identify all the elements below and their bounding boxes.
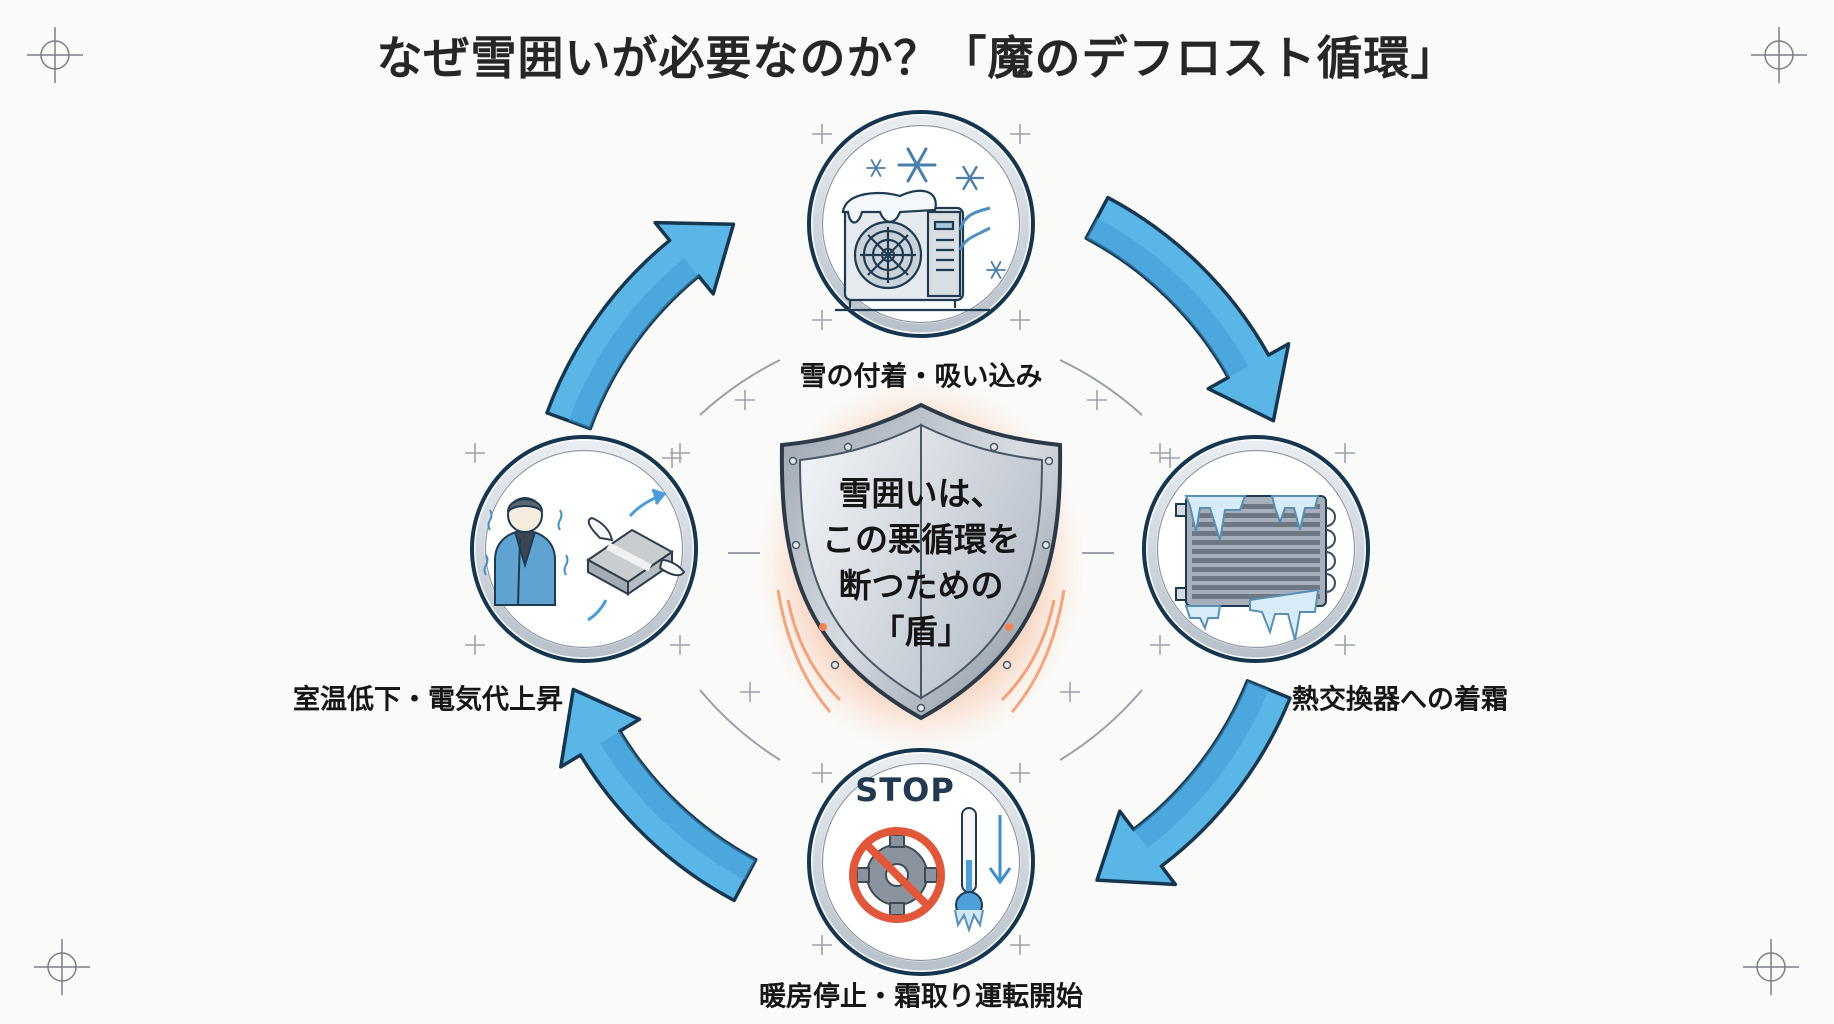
shield-icon <box>779 402 1063 721</box>
cycle-arrow-frost-heat-exchanger-to-defrost-start <box>1095 679 1292 887</box>
cycle-arrow-cost-rise-to-snow-intake <box>545 220 736 431</box>
cold-person-money-icon <box>483 488 686 622</box>
shiver-lines <box>483 509 569 576</box>
page-title: なぜ雪囲いが必要なのか？「魔のデフロスト循環」 <box>376 31 1458 85</box>
stop-badge: STOP <box>855 771 955 809</box>
inner-orbit-arcs <box>699 359 1143 761</box>
label-cost-rise: 室温低下・電気代上昇 <box>293 684 563 716</box>
label-defrost-start: 暖房停止・霜取り運転開始 <box>759 981 1083 1013</box>
money-stack-icon <box>586 516 686 596</box>
label-frost-heat-exchanger: 熱交換器への着霜 <box>1292 684 1508 716</box>
sparkle-plus-icons <box>465 124 1355 955</box>
snowflake-icon <box>866 147 1006 279</box>
shield-line: 雪囲いは、 <box>838 474 1004 513</box>
arrow-down-icon <box>988 815 1012 885</box>
cycle-arrows <box>545 195 1292 903</box>
shield-line: 「盾」 <box>871 612 971 651</box>
label-snow-intake: 雪の付着・吸い込み <box>799 361 1043 393</box>
cycle-arrow-defrost-start-to-cost-rise <box>559 687 758 903</box>
no-sign-icon <box>849 827 945 923</box>
shield-message: 雪囲いは、 この悪循環を 断つための 「盾」 <box>806 471 1036 655</box>
corner-crosshair-icon <box>27 27 1807 995</box>
thermometer-icon <box>954 807 984 934</box>
cycle-arrow-snow-intake-to-frost-heat-exchanger <box>1084 195 1291 423</box>
stop-heating-icon <box>849 807 1012 934</box>
cold-person-icon <box>494 497 556 606</box>
arrow-up-icon <box>587 488 667 622</box>
outdoor-unit-snow-icon <box>835 189 991 312</box>
shield-line: この悪循環を <box>822 520 1020 559</box>
glow-ripples <box>776 589 1066 713</box>
shield-line: 断つための <box>838 566 1004 605</box>
frozen-heat-exchanger-icon <box>1175 495 1336 641</box>
